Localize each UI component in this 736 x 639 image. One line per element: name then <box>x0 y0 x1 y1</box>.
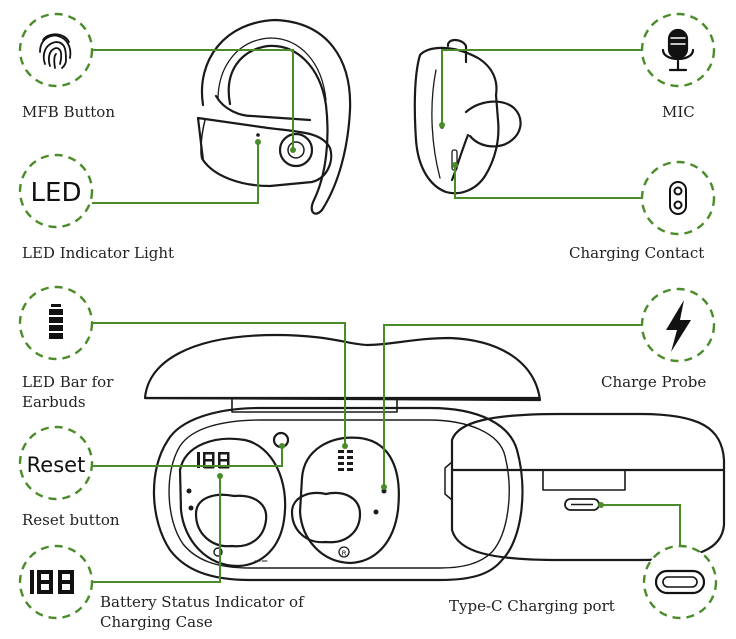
leader-typec <box>601 504 681 545</box>
case-led-bars <box>338 450 353 471</box>
label-led-bar-line2: Earbuds <box>22 393 86 411</box>
leader-led-bar <box>92 322 346 446</box>
leader-probe <box>383 324 642 487</box>
leader-reset <box>92 446 283 467</box>
led-text-icon: LED <box>31 178 82 208</box>
leader-ends <box>217 122 604 508</box>
reset-text-icon: Reset <box>27 453 86 477</box>
leader-contact <box>454 165 642 199</box>
fingerprint-icon <box>39 33 72 69</box>
label-typec-port: Type-C Charging port <box>449 597 615 615</box>
lightning-icon <box>666 300 691 352</box>
label-reset-button: Reset button <box>22 511 120 529</box>
label-mfb-button: MFB Button <box>22 103 115 121</box>
leader-led <box>92 142 259 204</box>
case-base: R <box>152 406 524 582</box>
label-battery-line2: Charging Case <box>100 613 213 631</box>
icon-circles <box>18 12 718 620</box>
case-digit-display <box>197 452 230 469</box>
leader-mfb <box>92 49 294 150</box>
svg-text:R: R <box>342 550 347 558</box>
closed-case <box>444 412 726 562</box>
leader-lines <box>92 49 681 583</box>
label-mic: MIC <box>662 103 695 121</box>
label-charging-contact: Charging Contact <box>569 244 705 262</box>
case-lid <box>143 333 542 413</box>
label-charge-probe: Charge Probe <box>601 373 707 391</box>
earbud-side-view <box>413 38 522 195</box>
label-led-bar-line1: LED Bar for <box>22 373 114 391</box>
label-battery-line1: Battery Status Indicator of <box>100 593 304 611</box>
charging-contact-icon <box>669 181 687 215</box>
leader-battery <box>92 476 221 583</box>
usb-c-port-icon <box>654 569 706 595</box>
seven-segment-display-icon <box>30 570 74 594</box>
leader-mic <box>441 49 642 125</box>
earbud-front-view <box>196 18 352 215</box>
microphone-icon <box>661 28 695 72</box>
battery-icon <box>49 304 63 339</box>
label-led-indicator: LED Indicator Light <box>22 244 175 262</box>
